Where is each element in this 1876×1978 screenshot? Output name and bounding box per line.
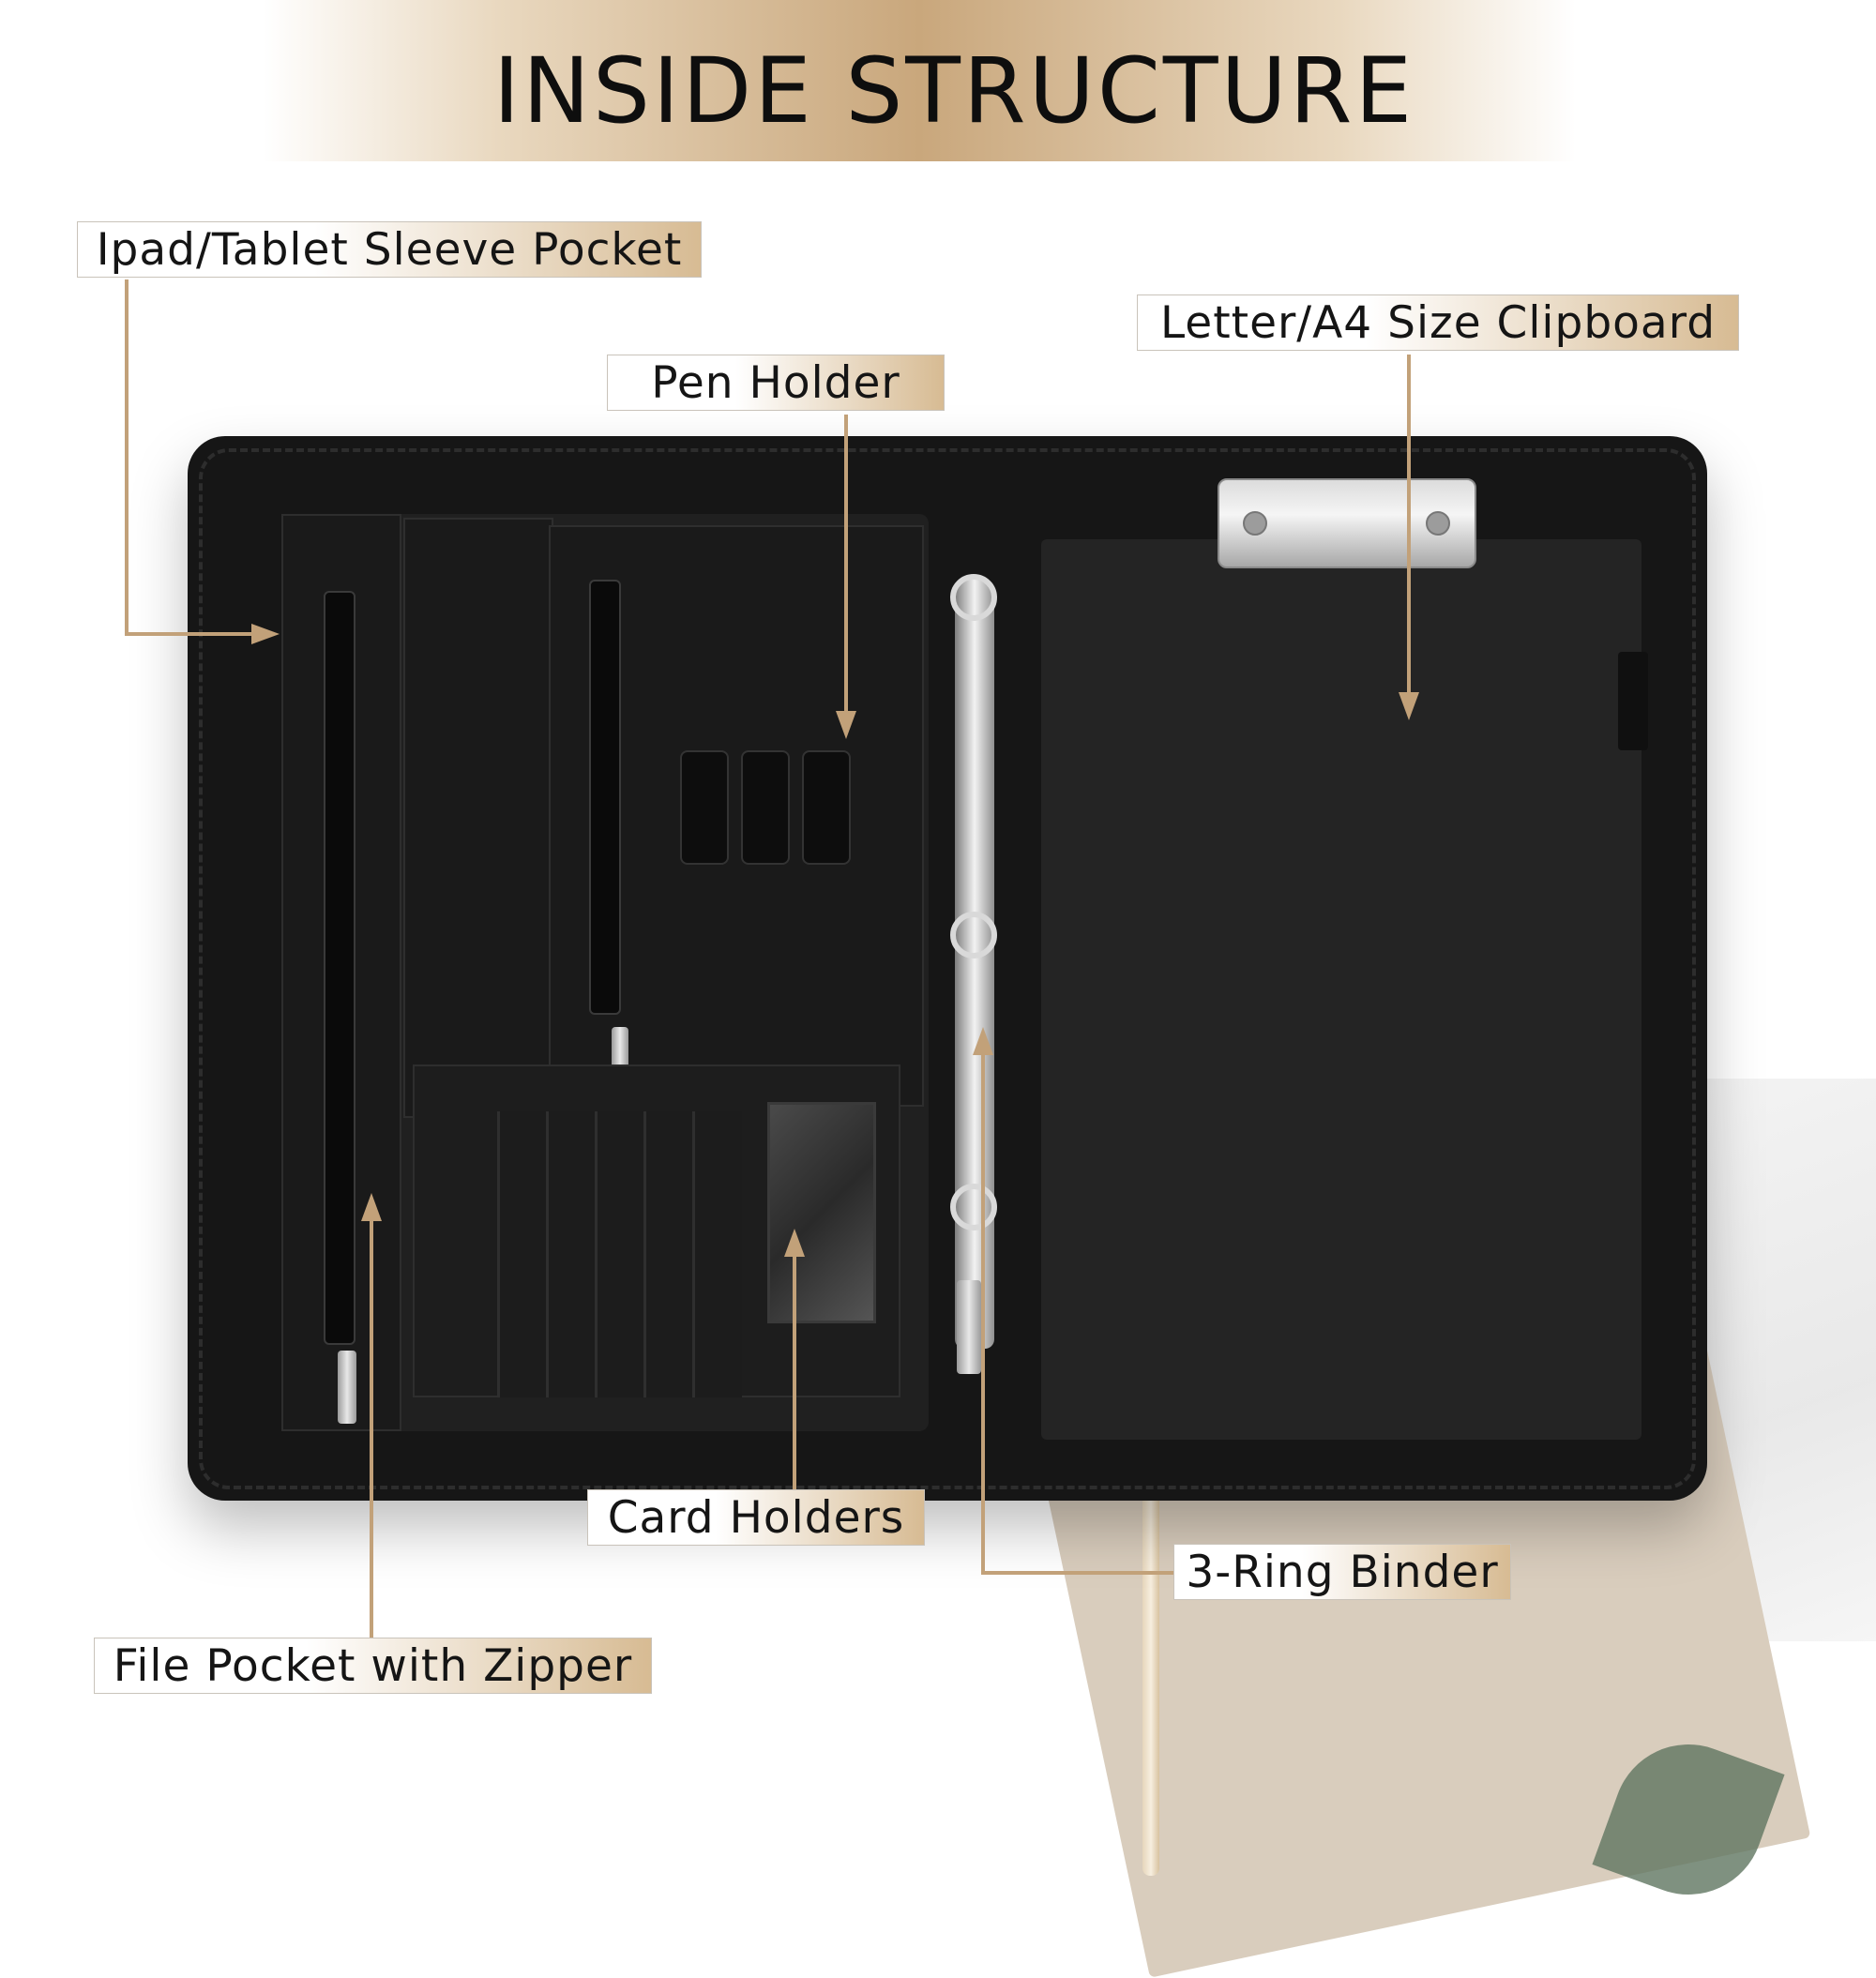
- card-slot: [643, 1111, 693, 1397]
- pen-loop: [741, 750, 790, 865]
- ring-lever: [957, 1280, 981, 1374]
- callout-file-pocket: File Pocket with Zipper: [94, 1638, 652, 1694]
- connector-line: [793, 1255, 796, 1491]
- clip-rivet: [1426, 511, 1450, 536]
- callout-ipad-sleeve: Ipad/Tablet Sleeve Pocket: [77, 221, 702, 278]
- connector-line: [1407, 355, 1411, 694]
- arrow-down-icon: [836, 711, 856, 739]
- callout-card-holders: Card Holders: [587, 1489, 925, 1546]
- page-title: INSIDE STRUCTURE: [492, 38, 1415, 143]
- gold-pen: [1142, 1444, 1159, 1876]
- id-window: [767, 1102, 876, 1323]
- arrow-up-icon: [361, 1193, 382, 1221]
- card-slot: [497, 1111, 547, 1397]
- clipboard-panel: [1041, 539, 1642, 1440]
- callout-pen-holder: Pen Holder: [607, 355, 945, 411]
- binder-ring: [950, 1184, 997, 1231]
- pen-loop: [680, 750, 729, 865]
- ring-binder-bar: [955, 580, 994, 1349]
- connector-line: [981, 1053, 985, 1575]
- connector-line: [844, 415, 848, 713]
- callout-clipboard: Letter/A4 Size Clipboard: [1137, 294, 1739, 351]
- arrow-right-icon: [251, 624, 280, 644]
- elastic-strap: [1618, 652, 1648, 750]
- document-pocket: [403, 518, 553, 1118]
- connector-line: [125, 279, 129, 636]
- arrow-down-icon: [1399, 692, 1419, 720]
- card-slot: [692, 1111, 742, 1397]
- connector-line: [125, 632, 251, 636]
- clip-rivet: [1243, 511, 1267, 536]
- file-pocket-zipper: [324, 591, 356, 1345]
- arrow-up-icon: [973, 1027, 993, 1055]
- binder-ring: [950, 574, 997, 621]
- connector-line: [981, 1571, 1173, 1575]
- front-pocket-zipper: [589, 580, 621, 1015]
- connector-line: [370, 1219, 373, 1639]
- title-banner: [263, 0, 1576, 161]
- binder-ring: [950, 912, 997, 959]
- callout-ring-binder: 3-Ring Binder: [1173, 1544, 1511, 1600]
- perimeter-zipper: [199, 448, 1696, 1489]
- pen-loop: [802, 750, 851, 865]
- zipper-pull: [338, 1351, 356, 1424]
- card-slot: [595, 1111, 644, 1397]
- card-slot: [546, 1111, 596, 1397]
- arrow-up-icon: [784, 1229, 805, 1257]
